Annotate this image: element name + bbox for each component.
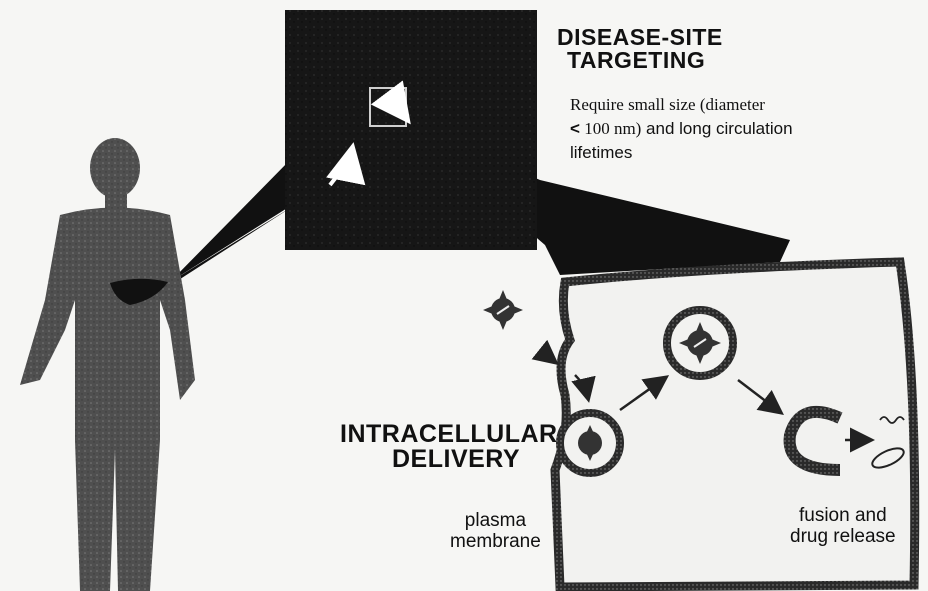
endosome-membrane: [560, 413, 620, 473]
plasma-membrane-label: plasma membrane: [450, 510, 541, 552]
intracellular-delivery-title: INTRACELLULAR DELIVERY: [340, 422, 558, 472]
intracellular-title-line2: DELIVERY: [340, 447, 558, 472]
disease-site-desc-line2: < 100 nm) and long circulation: [570, 117, 870, 141]
disease-site-title-line2: TARGETING: [557, 49, 723, 72]
plasma-label-line1: plasma: [450, 510, 541, 531]
zoom-wedge-liver-to-tissue: [170, 160, 300, 282]
disease-site-description: Require small size (diameter < 100 nm) a…: [570, 93, 870, 165]
plasma-label-line2: membrane: [450, 531, 541, 552]
human-silhouette: [20, 138, 195, 591]
arrow-to-membrane: [540, 350, 555, 362]
free-nanoparticle: [483, 290, 523, 330]
disease-site-desc-line3: lifetimes: [570, 141, 870, 165]
tissue-panel: [285, 10, 537, 250]
disease-site-title: DISEASE-SITE TARGETING: [557, 26, 723, 72]
fusion-label-line1: fusion and: [790, 505, 896, 526]
intracellular-title-line1: INTRACELLULAR: [340, 422, 558, 447]
disease-site-title-line1: DISEASE-SITE: [557, 26, 723, 49]
endosome-internal: [667, 310, 733, 376]
size-value: 100 nm): [580, 119, 641, 138]
disease-site-desc-line2-rest: and long circulation: [641, 119, 792, 138]
fusion-label-line2: drug release: [790, 526, 896, 547]
less-than-symbol: <: [570, 119, 580, 138]
fusion-drug-release-label: fusion and drug release: [790, 505, 896, 547]
disease-site-desc-line1: Require small size (diameter: [570, 93, 870, 117]
